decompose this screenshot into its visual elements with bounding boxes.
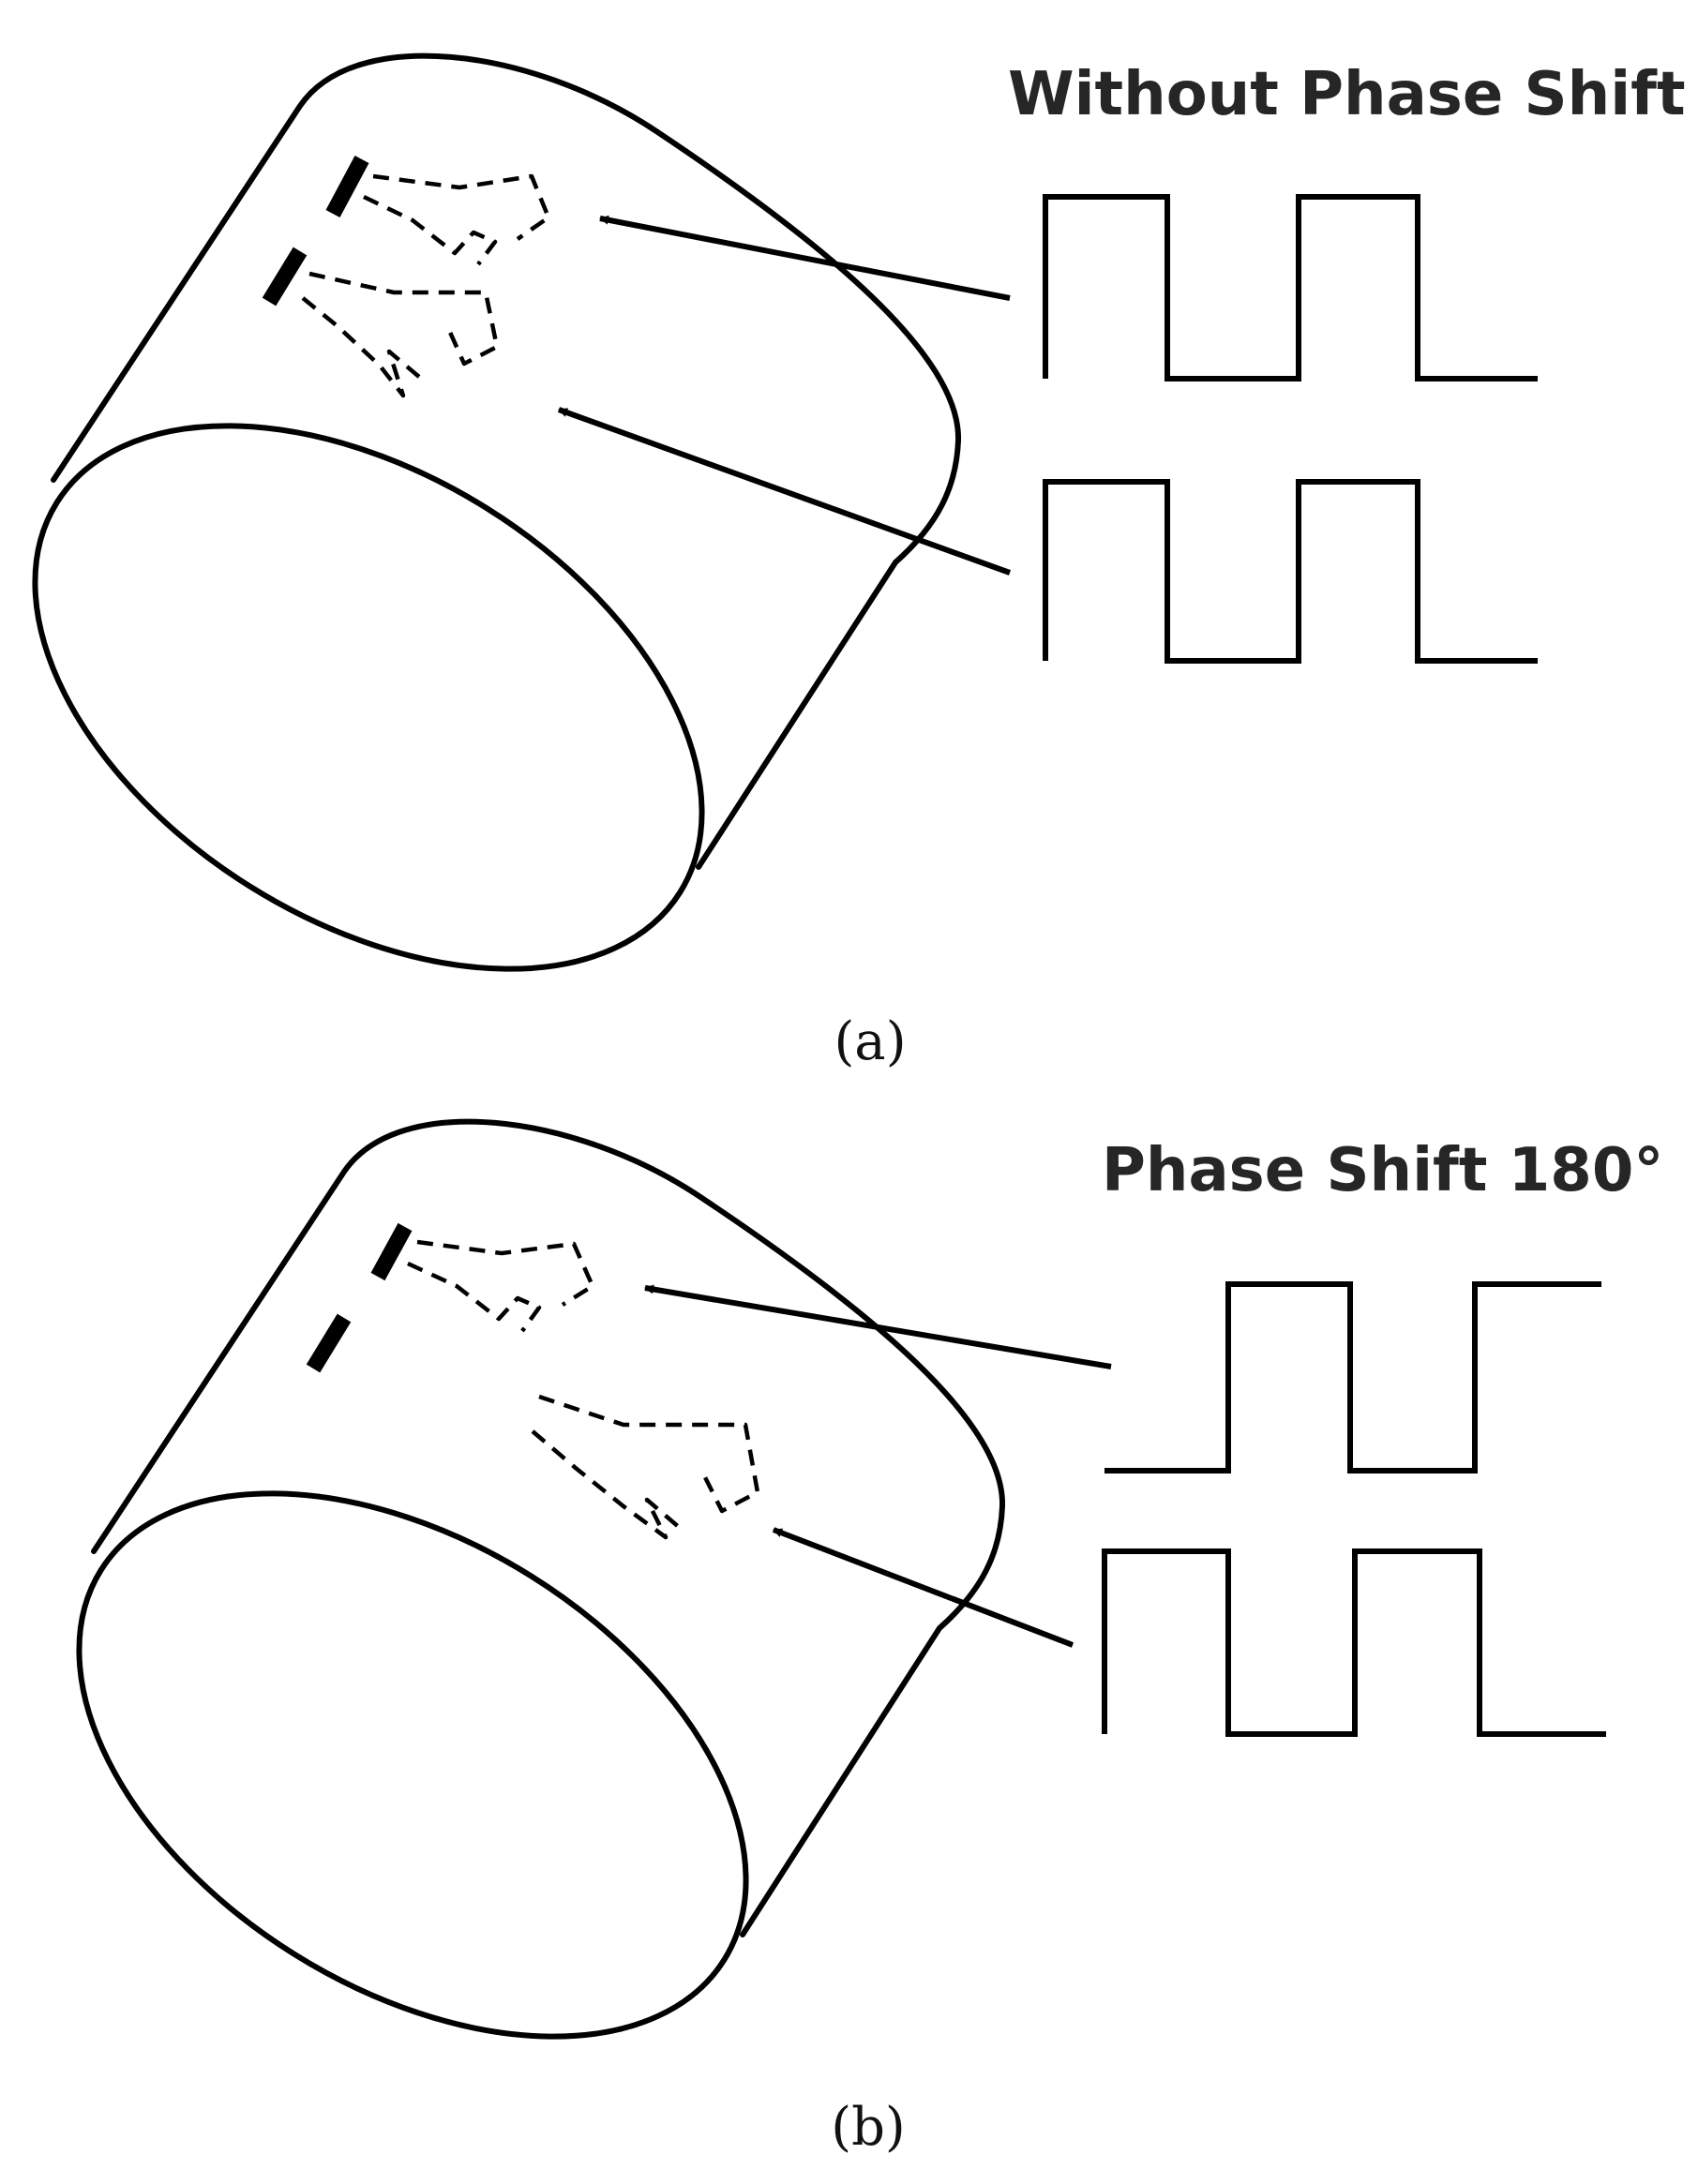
panel-b-title: Phase Shift 180° bbox=[1102, 1136, 1663, 1205]
transducer-a-upper bbox=[325, 155, 369, 218]
cylinder-b-back-outline bbox=[91, 1118, 1006, 1937]
transducer-b-upper bbox=[370, 1222, 413, 1281]
beam-pattern-b-upper bbox=[407, 1239, 595, 1333]
panel-a: Without Phase Shift (a) bbox=[32, 52, 1686, 1072]
square-wave-b-upper bbox=[1104, 1281, 1601, 1473]
beam-pattern-b-lower bbox=[531, 1394, 760, 1540]
cylinder-b bbox=[76, 1118, 1006, 2040]
arrow-a-upper bbox=[599, 215, 1011, 301]
transducer-b-lower bbox=[306, 1313, 352, 1373]
square-wave-a-upper bbox=[1043, 194, 1538, 381]
square-wave-a-lower bbox=[1043, 479, 1538, 664]
cylinder-b-front-face bbox=[76, 1490, 749, 2040]
arrow-b-lower bbox=[772, 1527, 1074, 1648]
arrow-b-upper bbox=[644, 1284, 1112, 1369]
arrow-a-lower bbox=[557, 407, 1012, 576]
cylinder-a bbox=[32, 52, 962, 972]
panel-b: Phase Shift 180° (b) bbox=[76, 1118, 1663, 2158]
panel-b-caption: (b) bbox=[831, 2097, 906, 2158]
beam-pattern-a-lower bbox=[301, 271, 500, 398]
square-wave-b-lower bbox=[1102, 1548, 1606, 1737]
cylinder-a-back-outline bbox=[51, 52, 962, 870]
panel-a-title: Without Phase Shift bbox=[1008, 60, 1686, 129]
cylinder-a-front-face bbox=[32, 423, 705, 972]
transducer-a-lower bbox=[262, 247, 308, 307]
panel-a-caption: (a) bbox=[834, 1011, 906, 1072]
beam-pattern-a-upper bbox=[363, 173, 551, 266]
